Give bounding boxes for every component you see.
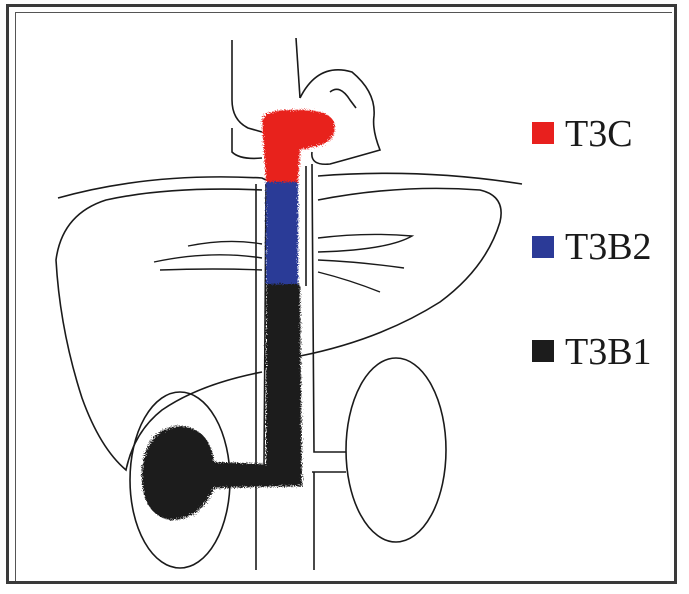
thrombus-t3b2 [266, 182, 298, 286]
legend-label-t3c: T3C [565, 115, 633, 153]
legend-swatch-t3b1 [532, 340, 554, 362]
liver-outline [56, 189, 262, 470]
legend-label-t3b2: T3B2 [565, 228, 652, 266]
liver-right-outline [300, 188, 501, 356]
thrombus-t3c [262, 110, 335, 182]
left-kidney-outline [346, 358, 446, 542]
legend-swatch-t3c [532, 122, 554, 144]
legend-swatch-t3b2 [532, 236, 554, 258]
thrombus-t3b1 [142, 284, 302, 520]
legend-label-t3b1: T3B1 [565, 333, 652, 371]
